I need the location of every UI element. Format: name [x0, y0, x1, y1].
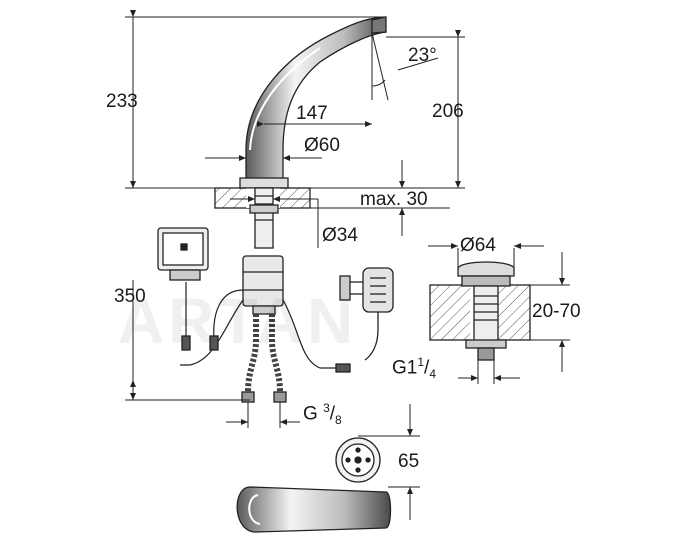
control-box — [157, 227, 209, 281]
threaded-shank — [254, 187, 274, 249]
spout-top-view — [236, 486, 392, 533]
watermark: ARTAN — [118, 285, 358, 357]
overall-height-label: 233 — [106, 91, 138, 112]
dimension-lines — [125, 10, 570, 520]
waste-thread-den: 4 — [429, 367, 437, 382]
faucet-side-view — [180, 16, 387, 403]
connection-thread-label: G 3/8 — [303, 401, 342, 428]
body-diameter-label: Ø60 — [304, 135, 340, 156]
base-flange — [239, 177, 289, 189]
deck-thickness-label: max. 30 — [360, 189, 428, 210]
hole-diameter-label: Ø34 — [322, 225, 358, 246]
basin-thickness-label: 20-70 — [532, 301, 581, 322]
waste-valve — [429, 261, 531, 361]
hose-length-label: 350 — [114, 286, 146, 307]
hose-left — [245, 314, 259, 393]
sensor-front-view — [335, 437, 381, 483]
connection-thread-den: 8 — [335, 413, 342, 428]
connection-thread-num: 3 — [323, 401, 330, 415]
spout-angle-label: 23° — [408, 45, 437, 66]
waste-diameter-label: Ø64 — [460, 235, 496, 256]
sensor-height-label: 65 — [398, 451, 420, 472]
hose-right — [269, 314, 283, 393]
waste-thread-label: G11/4 — [392, 355, 437, 382]
waste-thread-base: G1 — [392, 357, 418, 379]
connection-thread-base: G — [303, 403, 324, 425]
reach-label: 147 — [296, 103, 328, 124]
power-adapter — [339, 267, 394, 361]
waste-thread-num: 1 — [417, 355, 425, 369]
spout-height-label: 206 — [432, 101, 464, 122]
